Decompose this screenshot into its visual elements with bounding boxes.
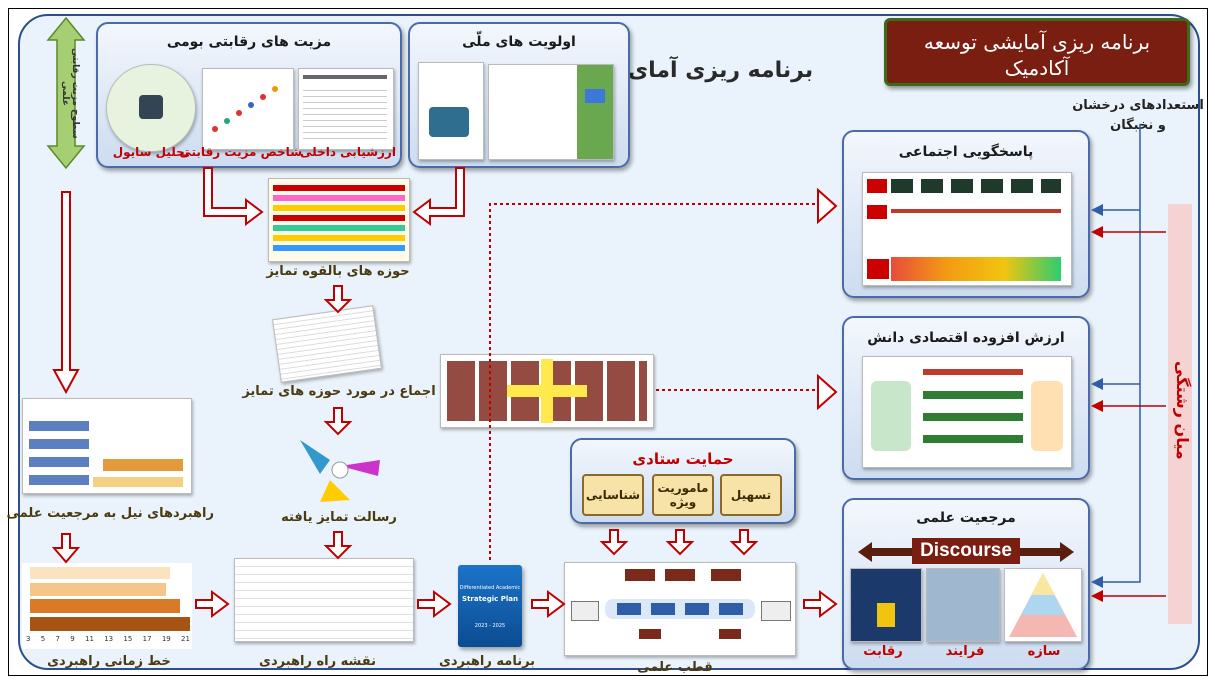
mission-wheel-icon [300, 440, 380, 502]
consensus-label: اجماع در مورد حوزه های تمایز [242, 384, 436, 399]
reference-item-structure: سازه [1027, 644, 1061, 659]
timeline-thumb: 3 5 7 9 11 13 15 17 19 21 [22, 563, 192, 649]
scatter-chart-thumb [202, 68, 294, 150]
potential-areas-label: حوزه های بالقوه تمایز [266, 264, 410, 279]
staff-item-identification: شناسایی [582, 474, 644, 516]
scientific-hub-thumb [564, 562, 796, 656]
rivalry-thumb [850, 568, 922, 642]
strategies-label: راهبردهای نیل به مرجعیت علمی [6, 506, 214, 521]
cloud-diagram-thumb [106, 64, 196, 152]
competitive-advantage-box: مزیت های رقابتی بومی ارزشیابی داخلی شاخص… [96, 22, 402, 168]
roadmap-thumb [234, 558, 414, 642]
national-priorities-box: اولویت های ملّی [408, 22, 630, 168]
tick-label: 7 [55, 635, 60, 643]
tick-label: 17 [142, 635, 152, 643]
competitive-title: مزیت های رقابتی بومی [166, 34, 332, 50]
talents-label: استعدادهای درخشان و نخبگان [1072, 98, 1204, 133]
process-thumb [926, 568, 1000, 642]
tick-label: 21 [181, 635, 190, 643]
title-box: برنامه ریزی آمایشی توسعه آکادمیک [884, 18, 1190, 86]
reference-item-process: فرایند [945, 644, 985, 659]
social-title: پاسخگویی اجتماعی [898, 144, 1034, 160]
reference-title: مرجعیت علمی [916, 510, 1016, 526]
plan-title: Strategic Plan [462, 595, 518, 603]
structure-pyramid-thumb [1004, 568, 1082, 642]
discourse-label: Discourse [912, 538, 1020, 564]
tick-label: 15 [123, 635, 133, 643]
strategic-plan-book: Differentiated Academic Strategic Plan 2… [458, 565, 522, 647]
strategies-thumb [22, 398, 192, 494]
knowledge-title: ارزش افزوده اقتصادی دانش [867, 330, 1065, 346]
plan-label: برنامه راهبردی [438, 654, 536, 669]
staff-support-box: حمایت ستادی تسهیل ماموریت ویژه شناسایی [570, 438, 796, 524]
scientific-hub-label: قطب علمی [637, 660, 713, 675]
mission-label: رسالت تمایز یافته [281, 510, 397, 525]
competitive-levels-axis [46, 16, 86, 170]
staff-support-title: حمایت ستادی [632, 450, 734, 468]
tick-label: 11 [85, 635, 94, 643]
main-title-background: برنامه ریزی آمای [628, 58, 814, 83]
timeline-axis: 3 5 7 9 11 13 15 17 19 21 [26, 635, 190, 643]
staff-item-facilitation: تسهیل [720, 474, 782, 516]
social-diagram-thumb [862, 172, 1072, 286]
potential-areas-thumb [268, 178, 410, 262]
staff-item-special-mission: ماموریت ویژه [652, 474, 714, 516]
knowledge-diagram-thumb [862, 356, 1072, 468]
reference-item-rivalry: رقابت [863, 644, 903, 659]
plan-subtitle: Differentiated Academic [459, 585, 521, 591]
title-text: برنامه ریزی آمایشی توسعه آکادمیک [923, 30, 1151, 80]
interdisciplinary-bar [1168, 204, 1192, 624]
tick-label: 9 [70, 635, 75, 643]
interdisciplinary-label: میان رشتگی [1173, 360, 1192, 460]
competitive-item-1: ارزشیابی داخلی [300, 145, 396, 159]
national-title: اولویت های ملّی [462, 34, 576, 50]
timeline-label: خط زمانی راهبردی [47, 654, 171, 669]
tick-label: 13 [104, 635, 114, 643]
competitive-item-2: شاخص مزیت رقابتی [179, 145, 302, 159]
social-responsibility-box: پاسخگویی اجتماعی [842, 130, 1090, 298]
document-cover-thumb-1 [418, 62, 484, 160]
tick-label: 19 [161, 635, 171, 643]
tick-label: 3 [26, 635, 31, 643]
scientific-reference-box: مرجعیت علمی Discourse سازه فرایند رقابت [842, 498, 1090, 670]
roadmap-label: نقشه راه راهبردی [259, 654, 376, 669]
axis-label: سطوح مزیت رقابتی علمی [60, 47, 80, 139]
document-cover-thumb-2 [488, 64, 614, 160]
consensus-matrix-thumb [440, 354, 654, 428]
competitive-item-3: تحلیل سایول [112, 145, 190, 159]
plan-years: 2023 - 2025 [474, 623, 506, 629]
table-thumb [298, 68, 394, 150]
knowledge-value-box: ارزش افزوده اقتصادی دانش [842, 316, 1090, 480]
tick-label: 5 [40, 635, 46, 643]
